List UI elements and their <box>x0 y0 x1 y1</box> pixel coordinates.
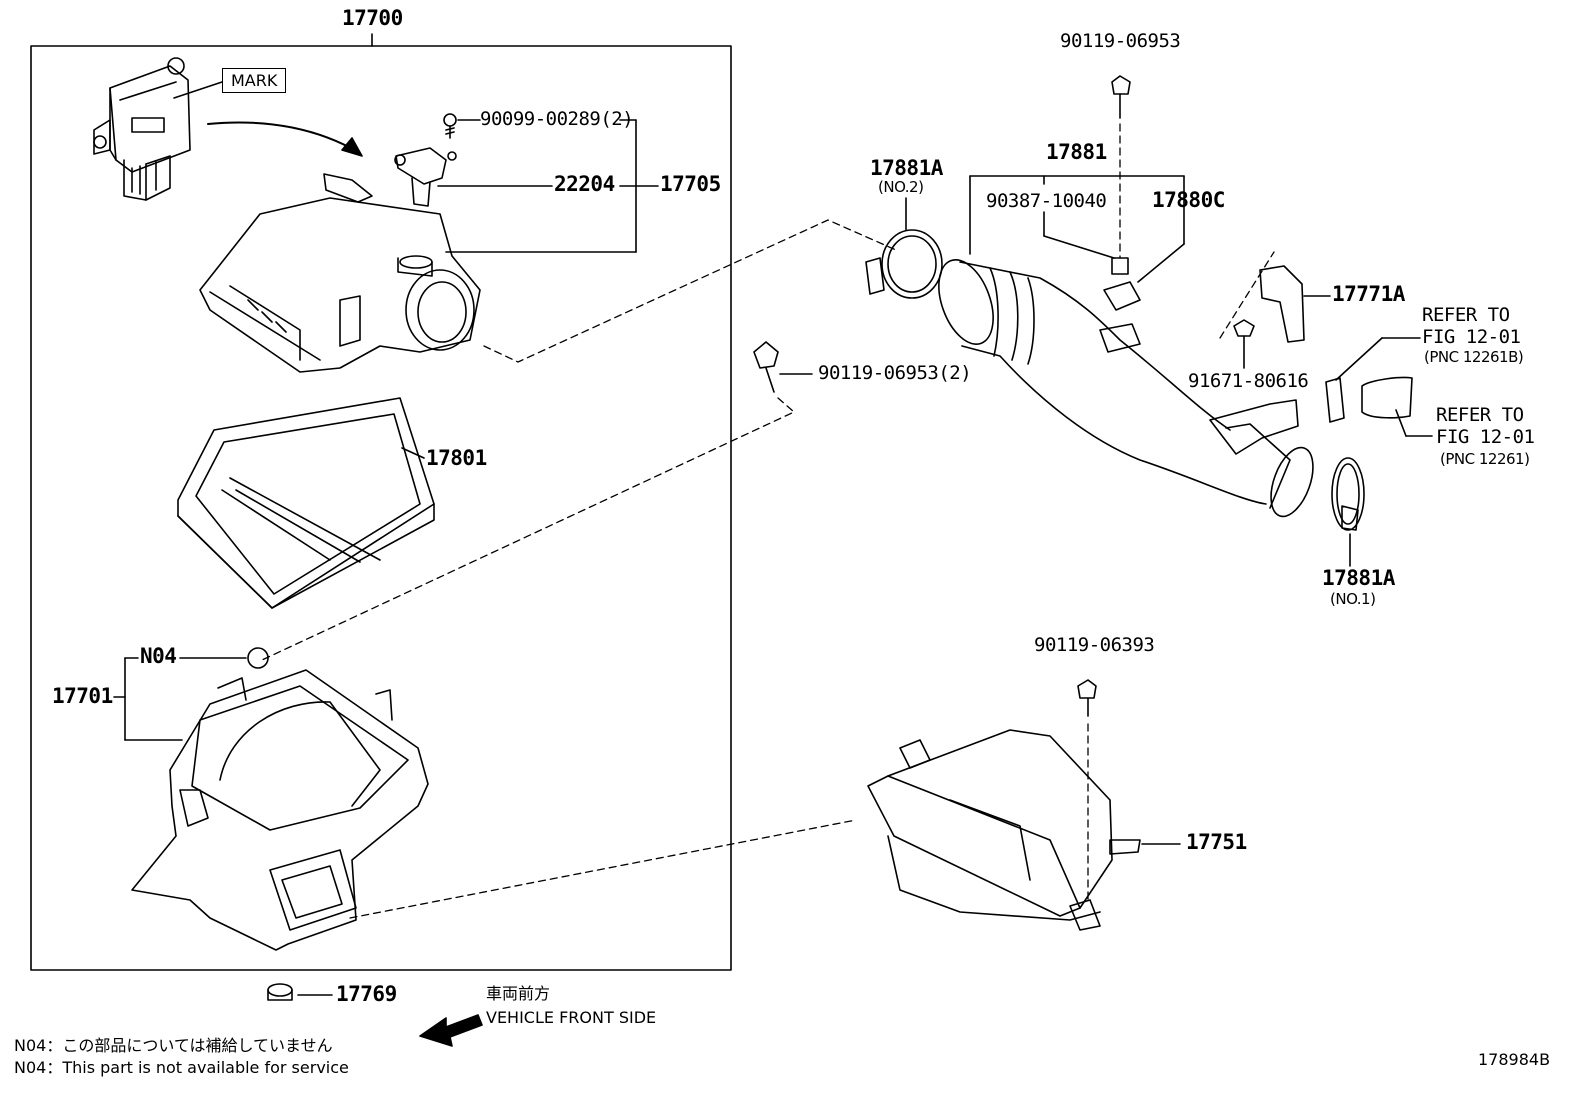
label-91671: 91671-80616 <box>1188 370 1309 392</box>
label-refer2-c: (PNC 12261) <box>1440 450 1530 468</box>
label-17880c: 17880C <box>1152 188 1225 212</box>
label-17881a-top: 17881A <box>870 156 943 180</box>
direction-jp: 車両前方 <box>486 984 551 1003</box>
figure-id: 178984B <box>1478 1050 1551 1069</box>
intake-hose-drawing <box>938 259 1314 518</box>
label-refer2-a: REFER TO <box>1436 404 1524 426</box>
assembly-box <box>30 45 732 971</box>
label-22204: 22204 <box>554 172 615 196</box>
air-inlet-duct-drawing <box>867 729 1141 931</box>
air-cleaner-cap-drawing <box>199 173 481 373</box>
label-n04: N04 <box>140 644 177 668</box>
grommet-17769-drawing <box>267 983 293 1001</box>
label-refer1-c: (PNC 12261B) <box>1424 348 1524 366</box>
footnote-jp: N04：この部品については補給していません <box>14 1036 333 1055</box>
label-90387: 90387-10040 <box>986 190 1107 212</box>
label-17769: 17769 <box>336 982 397 1006</box>
label-17751: 17751 <box>1186 830 1247 854</box>
label-17881a-bot-sub: (NO.1) <box>1330 590 1376 608</box>
label-refer1-a: REFER TO <box>1422 304 1510 326</box>
clamp-no2-drawing <box>865 229 943 299</box>
label-refer2-b: FIG 12-01 <box>1436 426 1535 448</box>
label-17701: 17701 <box>52 684 113 708</box>
air-cleaner-case-drawing <box>131 669 429 951</box>
label-17705: 17705 <box>660 172 721 196</box>
screw-90099-drawing <box>443 113 457 139</box>
sensor-22204-drawing <box>394 147 457 207</box>
label-17801: 17801 <box>426 446 487 470</box>
mass-air-flow-sensor-drawing <box>93 57 191 201</box>
label-17881a-bot: 17881A <box>1322 566 1395 590</box>
label-90119-mid: 90119-06953(2) <box>818 362 972 384</box>
label-17881: 17881 <box>1046 140 1107 164</box>
mark-label: MARK <box>222 68 287 93</box>
clamp-no1-drawing <box>1331 457 1365 531</box>
label-90119-bot: 90119-06393 <box>1034 634 1155 656</box>
bolt-90119-mid-drawing <box>753 341 779 393</box>
label-90099: 90099-00289(2) <box>480 108 634 130</box>
label-17881a-top-sub: (NO.2) <box>878 178 924 196</box>
label-refer1-b: FIG 12-01 <box>1422 326 1521 348</box>
label-17700: 17700 <box>342 6 403 30</box>
direction-en: VEHICLE FRONT SIDE <box>486 1008 657 1027</box>
label-90119-top: 90119-06953 <box>1060 30 1181 52</box>
label-17771a: 17771A <box>1332 282 1405 306</box>
bolt-90119-top-drawing <box>1111 75 1131 119</box>
air-filter-drawing <box>177 397 435 609</box>
footnote-en: N04：This part is not available for servi… <box>14 1058 349 1077</box>
